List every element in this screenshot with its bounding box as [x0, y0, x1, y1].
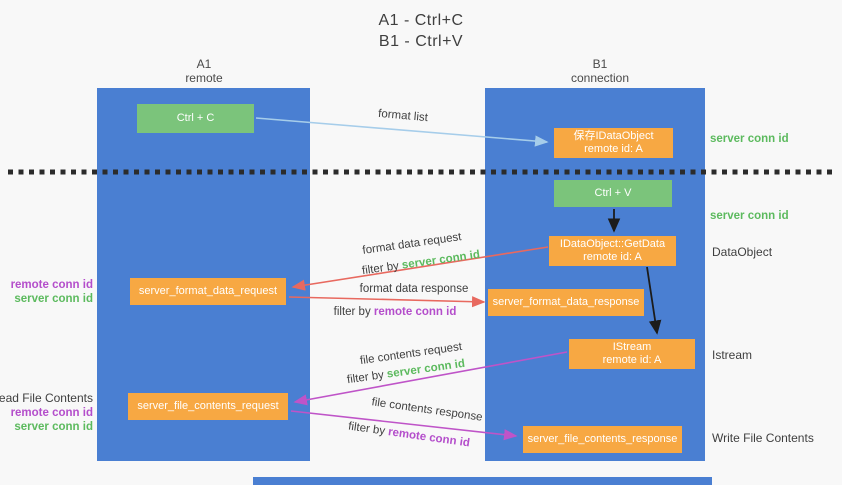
filter-by-text: filter by: [346, 369, 385, 387]
write-file-contents-annotation: Write File Contents: [712, 431, 814, 445]
istream-line2: remote id: A: [602, 354, 662, 366]
node-idataobject-getdata: IDataObject::GetData remote id: A: [549, 236, 676, 266]
node-save-idataobject: 保存IDataObject remote id: A: [554, 128, 673, 158]
format-list-label: format list: [377, 107, 429, 125]
node-ctrl-c: Ctrl + C: [137, 104, 254, 133]
getdata-line2: remote id: A: [583, 251, 642, 263]
server-conn-id-annotation-left-2: server conn id: [14, 421, 93, 433]
save-idataobject-line2: remote id: A: [584, 143, 643, 155]
dataobject-annotation: DataObject: [712, 245, 773, 259]
column-b-header: B1 connection: [530, 57, 670, 85]
title-line-2: B1 - Ctrl+V: [378, 33, 464, 50]
read-file-contents-annotation: Read File Contents: [0, 391, 93, 405]
istream-annotation: Istream: [712, 348, 753, 362]
diagram-title: A1 - Ctrl+C B1 - Ctrl+V: [0, 10, 842, 52]
lane-bottom-partial: [253, 477, 712, 485]
server-file-contents-request-label: server_file_contents_request: [137, 400, 279, 412]
column-a-title: A1: [196, 57, 212, 71]
title-line-1: A1 - Ctrl+C: [378, 12, 464, 29]
node-ctrl-v: Ctrl + V: [554, 180, 672, 207]
filter-by-remote-conn-id-label-1: filter by remote conn id: [334, 306, 457, 318]
remote-conn-id-text: remote conn id: [387, 426, 471, 450]
remote-conn-id-text: remote conn id: [373, 306, 457, 318]
getdata-line1: IDataObject::GetData: [559, 238, 666, 250]
ctrl-c-label: Ctrl + C: [176, 112, 215, 124]
node-server-format-data-request: server_format_data_request: [130, 278, 286, 305]
server-conn-id-annotation-left-1: server conn id: [14, 293, 93, 305]
format-data-response-label: format data response: [359, 283, 469, 295]
server-file-contents-response-label: server_file_contents_response: [527, 433, 678, 445]
server-conn-id-annotation-top: server conn id: [710, 133, 789, 145]
server-conn-id-annotation-mid: server conn id: [710, 210, 789, 222]
node-server-file-contents-response: server_file_contents_response: [523, 426, 682, 453]
node-server-format-data-response: server_format_data_response: [488, 289, 644, 316]
filter-by-text: filter by: [361, 260, 400, 278]
remote-conn-id-annotation-left-2: remote conn id: [10, 407, 93, 419]
server-format-data-response-label: server_format_data_response: [492, 296, 640, 308]
node-server-file-contents-request: server_file_contents_request: [128, 393, 288, 420]
column-a-header: A1 remote: [134, 57, 274, 85]
filter-by-remote-conn-id-label-2: filter by remote conn id: [347, 421, 470, 450]
node-istream: IStream remote id: A: [569, 339, 695, 369]
column-a-subtitle: remote: [185, 71, 223, 85]
filter-by-text: filter by: [347, 420, 386, 438]
filter-by-text: filter by: [333, 306, 371, 318]
save-idataobject-line1: 保存IDataObject: [573, 130, 654, 142]
format-data-response-arrow: [288, 296, 486, 308]
istream-line1: IStream: [612, 341, 652, 353]
server-format-data-request-label: server_format_data_request: [138, 285, 278, 297]
server-conn-id-text: server conn id: [401, 248, 481, 272]
remote-conn-id-annotation-left-1: remote conn id: [10, 279, 93, 291]
ctrl-v-label: Ctrl + V: [594, 187, 632, 199]
column-b-title: B1: [592, 57, 608, 71]
column-b-subtitle: connection: [570, 71, 630, 85]
file-contents-response-label: file contents response: [370, 396, 484, 424]
